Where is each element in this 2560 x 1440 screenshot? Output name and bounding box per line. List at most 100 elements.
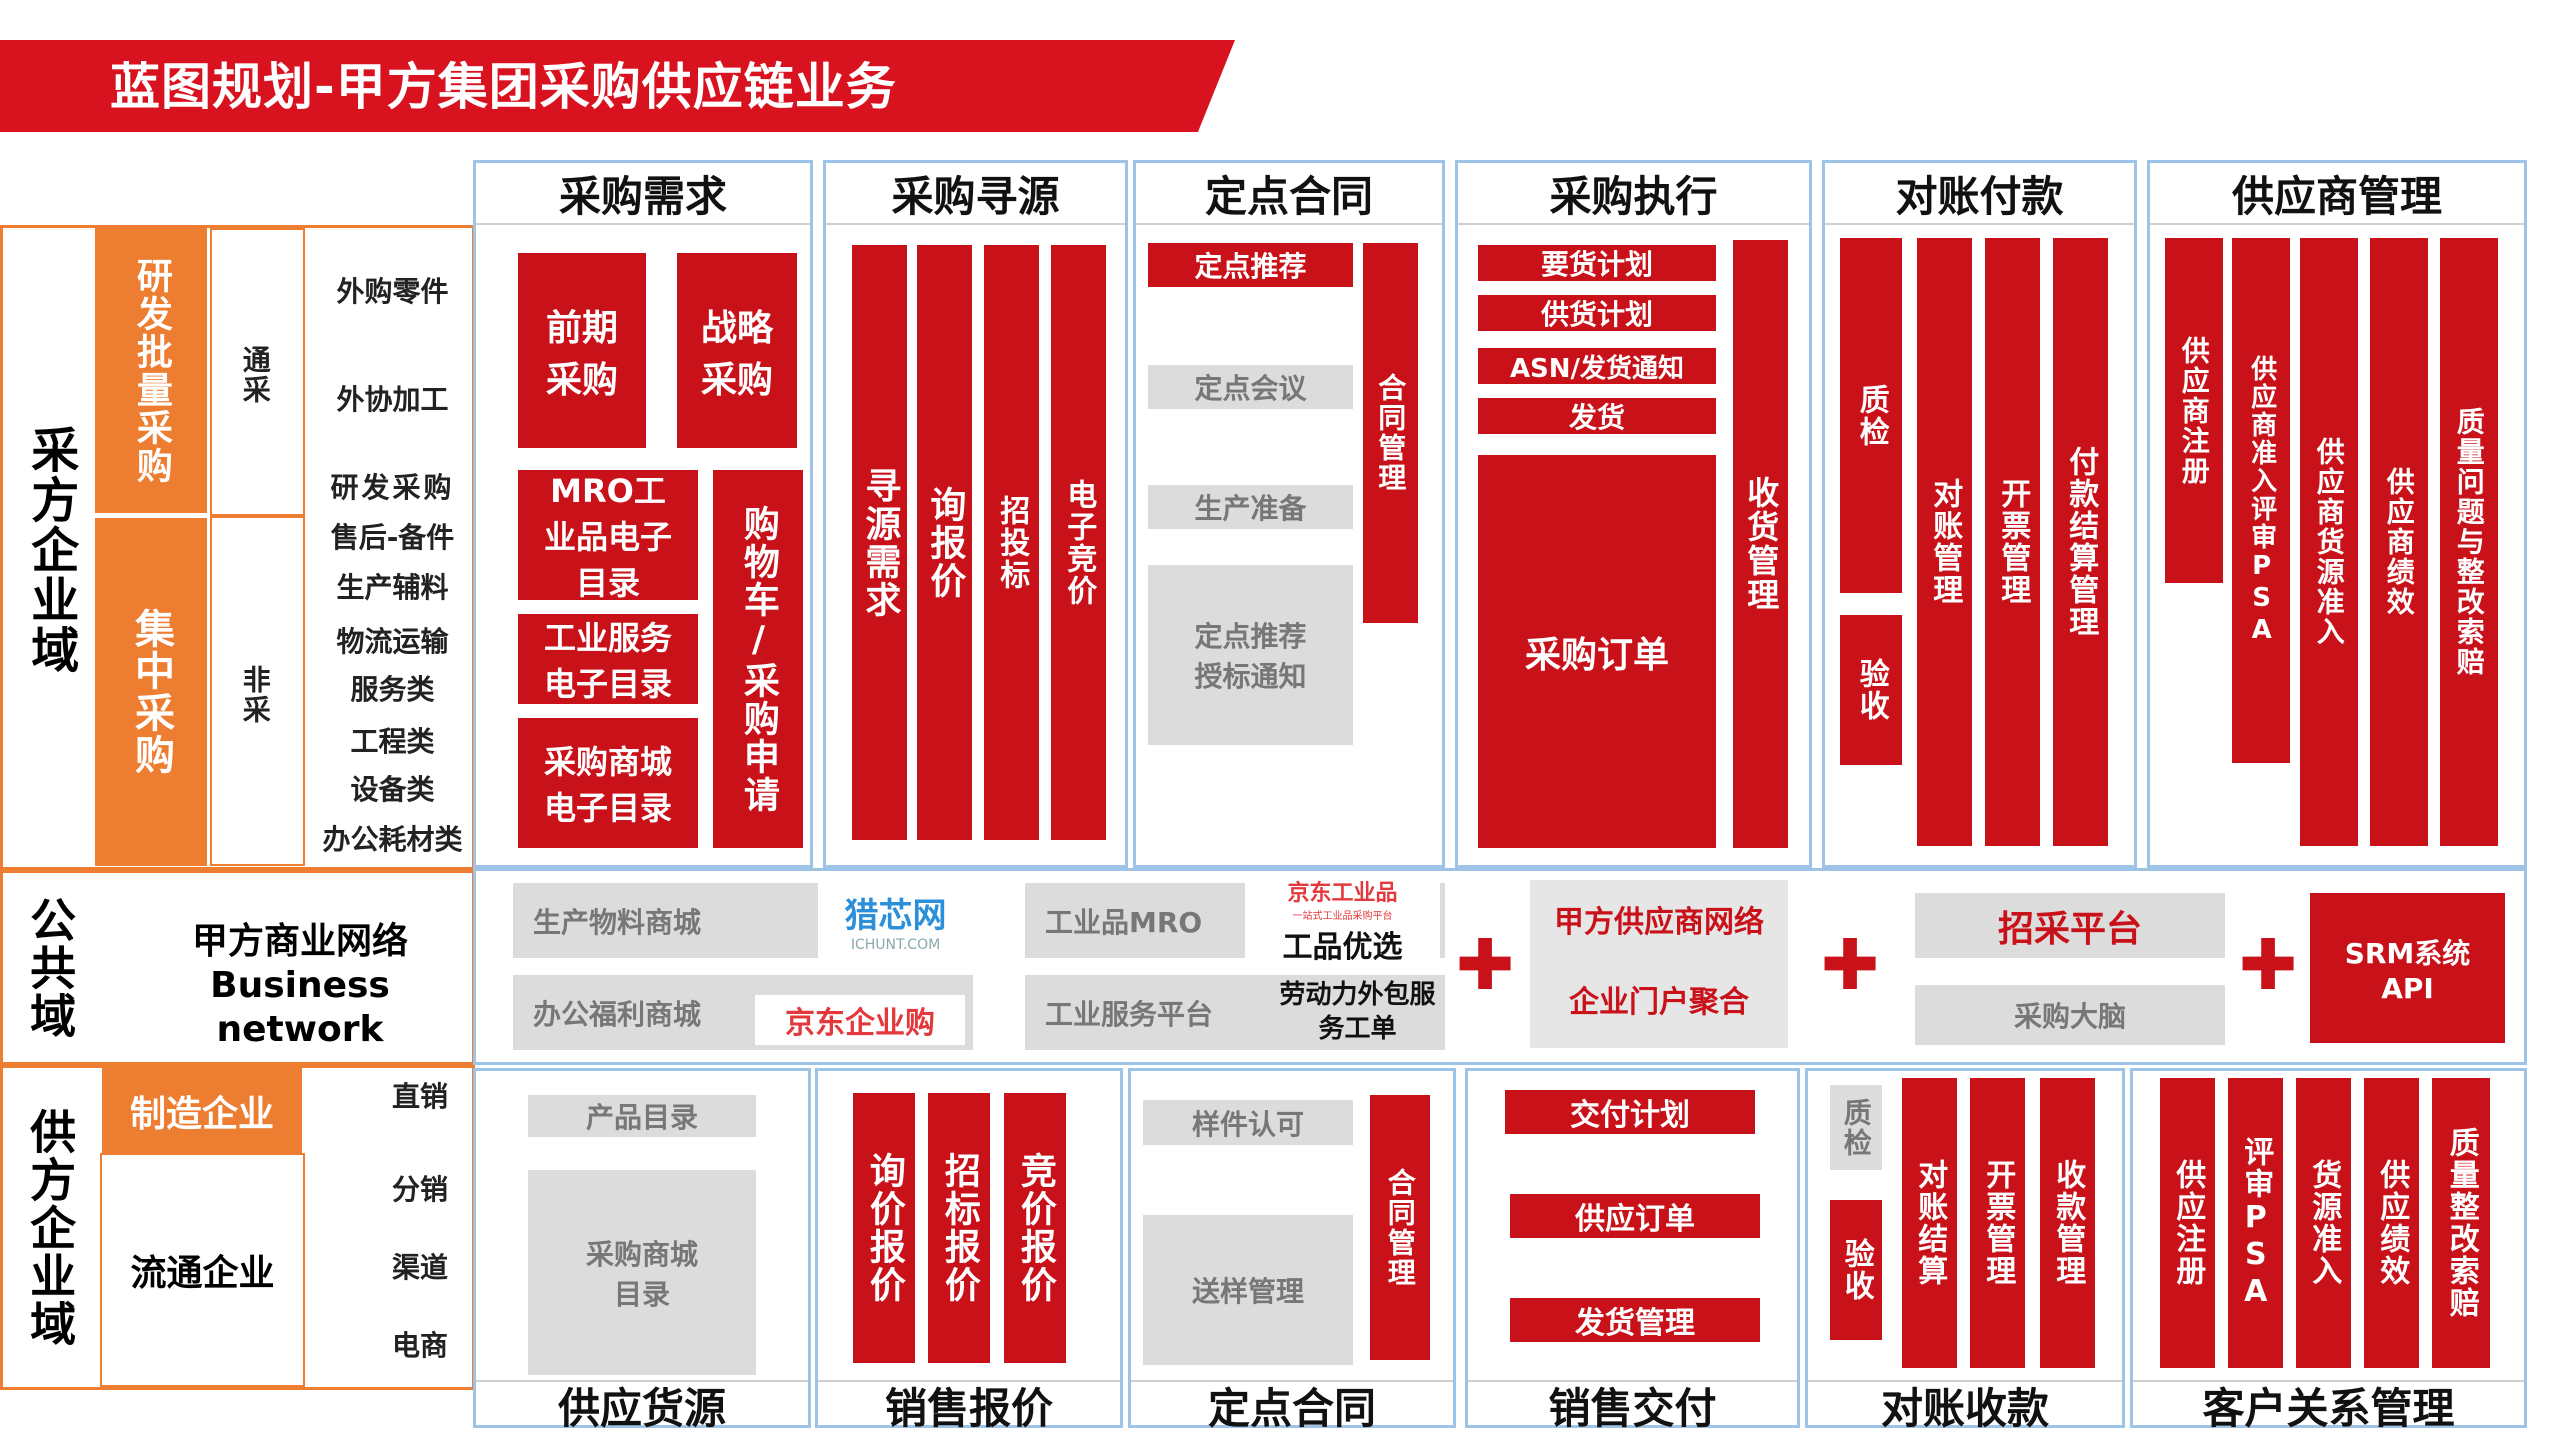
column-supply-source <box>473 1068 811 1428</box>
plus-icon: ✚ <box>1820 924 1880 1006</box>
block-bottom-invoicing: 开票管理 <box>1970 1078 2025 1368</box>
column-title: 销售报价 <box>818 1380 1120 1433</box>
column-contract <box>1133 160 1445 868</box>
block-crm-register: 供应注册 <box>2160 1078 2215 1368</box>
column-title: 定点合同 <box>1136 163 1442 225</box>
block-reconciliation: 对账管理 <box>1917 238 1972 846</box>
block-tender-quote: 招标报价 <box>928 1093 990 1363</box>
distributor-label: 流通企业 <box>130 1253 275 1294</box>
block-crm-performance: 供应绩效 <box>2364 1078 2419 1368</box>
block-auction: 电子竞价 <box>1051 245 1106 840</box>
central-purchase: 集中采购 <box>95 518 207 866</box>
page-title: 蓝图规划-甲方集团采购供应链业务 <box>110 58 897 116</box>
block-supplier-psa: 供应商准入评审PSA <box>2232 238 2290 763</box>
supplier-domain-label: 供方企业域 <box>23 1107 78 1348</box>
column-crm <box>2130 1068 2527 1428</box>
portal-label: 企业门户聚合 <box>1569 985 1749 1020</box>
manufacturer-label: 制造企业 <box>102 1068 302 1153</box>
direct-sales-label: 直销 <box>391 1080 448 1113</box>
block-crm-source: 货源准入 <box>2296 1078 2351 1368</box>
category-item: 生产辅料 <box>336 571 449 604</box>
column-title: 采购寻源 <box>826 163 1125 225</box>
column-title: 对账收款 <box>1808 1380 2122 1433</box>
ichunt-logo: 猎芯网 ICHUNT.COM <box>818 883 973 958</box>
jd-business-logo: 京东企业购 <box>755 995 965 1045</box>
ichunt-logo-sub: ICHUNT.COM <box>850 937 941 953</box>
jd-industry-text: 京东工业品 <box>1287 881 1398 906</box>
block-designation-meeting: 定点会议 <box>1148 365 1353 409</box>
column-title: 采购执行 <box>1458 163 1809 225</box>
block-service-catalog: 工业服务电子目录 <box>518 614 698 704</box>
industrial-service-platform: 工业服务平台 <box>1025 975 1445 1050</box>
column-title: 对账付款 <box>1825 163 2134 225</box>
category-item: 售后-备件 <box>330 521 455 554</box>
category-item: 外协加工 <box>336 383 449 416</box>
feicai-label: 非采 <box>238 665 272 725</box>
block-mall-catalog: 采购商城电子目录 <box>518 718 698 848</box>
tongcai-box <box>210 228 305 516</box>
block-rfq: 询报价 <box>917 245 972 840</box>
category-item: 办公耗材类 <box>322 823 463 856</box>
block-crm-quality: 质量整改索赔 <box>2432 1078 2490 1368</box>
block-production-prep: 生产准备 <box>1148 485 1353 529</box>
column-supplier-mgmt <box>2147 160 2527 868</box>
column-collection <box>1805 1068 2125 1428</box>
plus-icon: ✚ <box>1455 924 1515 1006</box>
block-demand-plan: 要货计划 <box>1478 245 1716 281</box>
tongcai-label: 通采 <box>238 345 272 405</box>
feicai-box <box>210 516 305 866</box>
block-contract-mgmt: 合同管理 <box>1363 243 1418 623</box>
block-purchase-order: 采购订单 <box>1478 455 1716 848</box>
column-payment <box>1822 160 2137 868</box>
column-sales-delivery <box>1465 1068 1800 1428</box>
rd-batch-purchase: 研发批量采购 <box>95 228 207 513</box>
product-catalog: 产品目录 <box>528 1095 756 1137</box>
block-bottom-acceptance: 验收 <box>1830 1200 1882 1340</box>
business-network-label: 甲方商业网络 Business network <box>191 921 408 1050</box>
block-bottom-inspection: 质检 <box>1830 1085 1882 1170</box>
category-item: 物流运输 <box>336 625 449 658</box>
block-shipping-mgmt: 发货管理 <box>1510 1298 1760 1342</box>
public-row-frame <box>473 868 2527 1065</box>
category-item: 服务类 <box>350 673 435 706</box>
category-item: 设备类 <box>350 773 435 806</box>
supplier-network-box <box>1530 880 1788 1048</box>
block-invoicing: 开票管理 <box>1985 238 2040 846</box>
distributor-box <box>100 1153 305 1387</box>
category-item: 研发采购 <box>330 471 455 504</box>
block-rfq-quote: 询价报价 <box>853 1093 915 1363</box>
labor-outsourcing: 劳动力外包服务工单 <box>1279 980 1436 1044</box>
column-title: 销售交付 <box>1468 1380 1797 1433</box>
column-title: 定点合同 <box>1131 1380 1453 1433</box>
column-title: 客户关系管理 <box>2133 1380 2524 1433</box>
category-item: 外购零件 <box>336 275 449 308</box>
column-title: 采购需求 <box>476 163 810 225</box>
column-title: 供应货源 <box>476 1380 808 1433</box>
block-supplier-contract-mgmt: 合同管理 <box>1370 1095 1430 1360</box>
column-sourcing <box>823 160 1128 868</box>
buyer-domain-label: 采方企业域 <box>22 425 79 675</box>
category-item: 工程类 <box>350 725 435 758</box>
column-sales-quote <box>815 1068 1123 1428</box>
mall-catalog: 采购商城目录 <box>528 1170 756 1375</box>
block-supplier-performance: 供应商绩效 <box>2370 238 2428 846</box>
ecommerce-label: 电商 <box>391 1329 448 1362</box>
block-acceptance: 验收 <box>1840 615 1902 765</box>
block-early-purchase: 前期采购 <box>518 253 646 448</box>
column-title: 供应商管理 <box>2150 163 2524 225</box>
block-receiving-mgmt: 收货管理 <box>1733 240 1788 848</box>
column-purchase-demand <box>473 160 813 868</box>
plus-icon: ✚ <box>2238 924 2298 1006</box>
block-mro-catalog: MRO工业品电子目录 <box>518 470 698 602</box>
block-auction-quote: 竞价报价 <box>1004 1093 1066 1363</box>
srm-api: SRM系统API <box>2310 893 2505 1043</box>
purchase-brain: 采购大脑 <box>1915 985 2225 1045</box>
block-supply-order: 供应订单 <box>1510 1194 1760 1238</box>
block-cart-request: 购物车/采购申请 <box>713 470 803 848</box>
ichunt-logo-text: 猎芯网 <box>844 896 947 936</box>
block-designation-recommend: 定点推荐 <box>1148 243 1353 287</box>
block-strategic-purchase: 战略采购 <box>677 253 797 448</box>
channel-label: 渠道 <box>391 1251 448 1284</box>
block-asn: ASN/发货通知 <box>1478 348 1716 384</box>
public-domain-label: 公共域 <box>23 895 78 1040</box>
